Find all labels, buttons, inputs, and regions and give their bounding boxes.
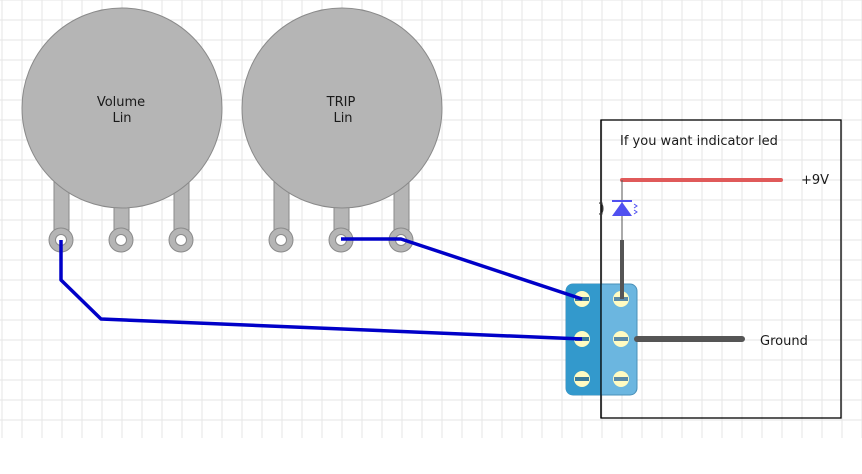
trip-to-switch-wire[interactable] [341,237,583,301]
volume-pot-body [21,7,223,209]
trip-pot-taper: Lin [333,111,352,126]
led-label-glyph [598,202,604,215]
power-label: +9V [801,173,829,188]
switch-lug-3b-slot [614,377,628,381]
led-icon[interactable] [598,180,638,240]
trip-pot[interactable]: TRIP Lin [241,7,443,253]
trip-pot-lug-1-hole [275,234,287,246]
trip-pot-name: TRIP [326,95,356,110]
volume-to-switch-wire[interactable] [59,240,583,341]
led-light-arrows [633,203,638,215]
volume-pot[interactable]: Volume Lin [21,7,223,253]
volume-pot-lug-2-hole [115,234,127,246]
volume-pot-name: Volume [97,95,145,110]
led-triangle [612,202,632,216]
volume-pot-lug-3-hole [175,234,187,246]
volume-pot-taper: Lin [112,111,131,126]
indicator-box-label: If you want indicator led [620,134,778,149]
switch-lug-3a-slot [575,377,589,381]
switch-lug-2b-slot [614,337,628,341]
trip-pot-body [241,7,443,209]
ground-label: Ground [760,334,808,349]
